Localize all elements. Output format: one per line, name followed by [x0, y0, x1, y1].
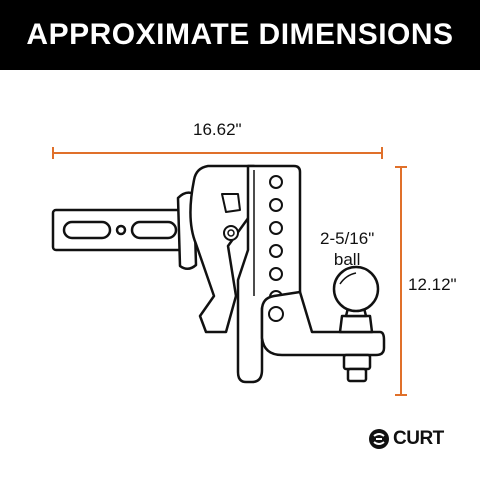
height-dimension-label: 12.12"	[408, 275, 457, 294]
height-dimension-line	[395, 166, 407, 396]
brand-logo: CURT	[368, 428, 444, 450]
ball-size-word: ball	[333, 250, 361, 269]
hitch-shank	[51, 208, 187, 252]
page-title: APPROXIMATE DIMENSIONS	[26, 18, 454, 51]
width-dimension-label: 16.62"	[193, 120, 242, 139]
ball-nut	[342, 353, 372, 383]
hitch-diagram	[51, 147, 407, 396]
hitch-ball	[332, 265, 380, 334]
bracket-cutout	[221, 193, 241, 213]
ball-size-value: 2-5/16"	[320, 229, 375, 248]
platform-hole	[268, 306, 284, 322]
diagram-stage: 16.62" 12.12" 2-5/16" ball CURT	[0, 70, 480, 480]
ball-platform	[260, 290, 386, 357]
ball-size-label: 2-5/16" ball	[320, 228, 374, 270]
width-dimension-line	[52, 147, 383, 159]
title-banner: APPROXIMATE DIMENSIONS	[0, 0, 480, 70]
brand-name: CURT	[393, 428, 444, 449]
curt-logo-icon	[369, 429, 389, 449]
pivot-bolt-inner	[227, 229, 235, 237]
